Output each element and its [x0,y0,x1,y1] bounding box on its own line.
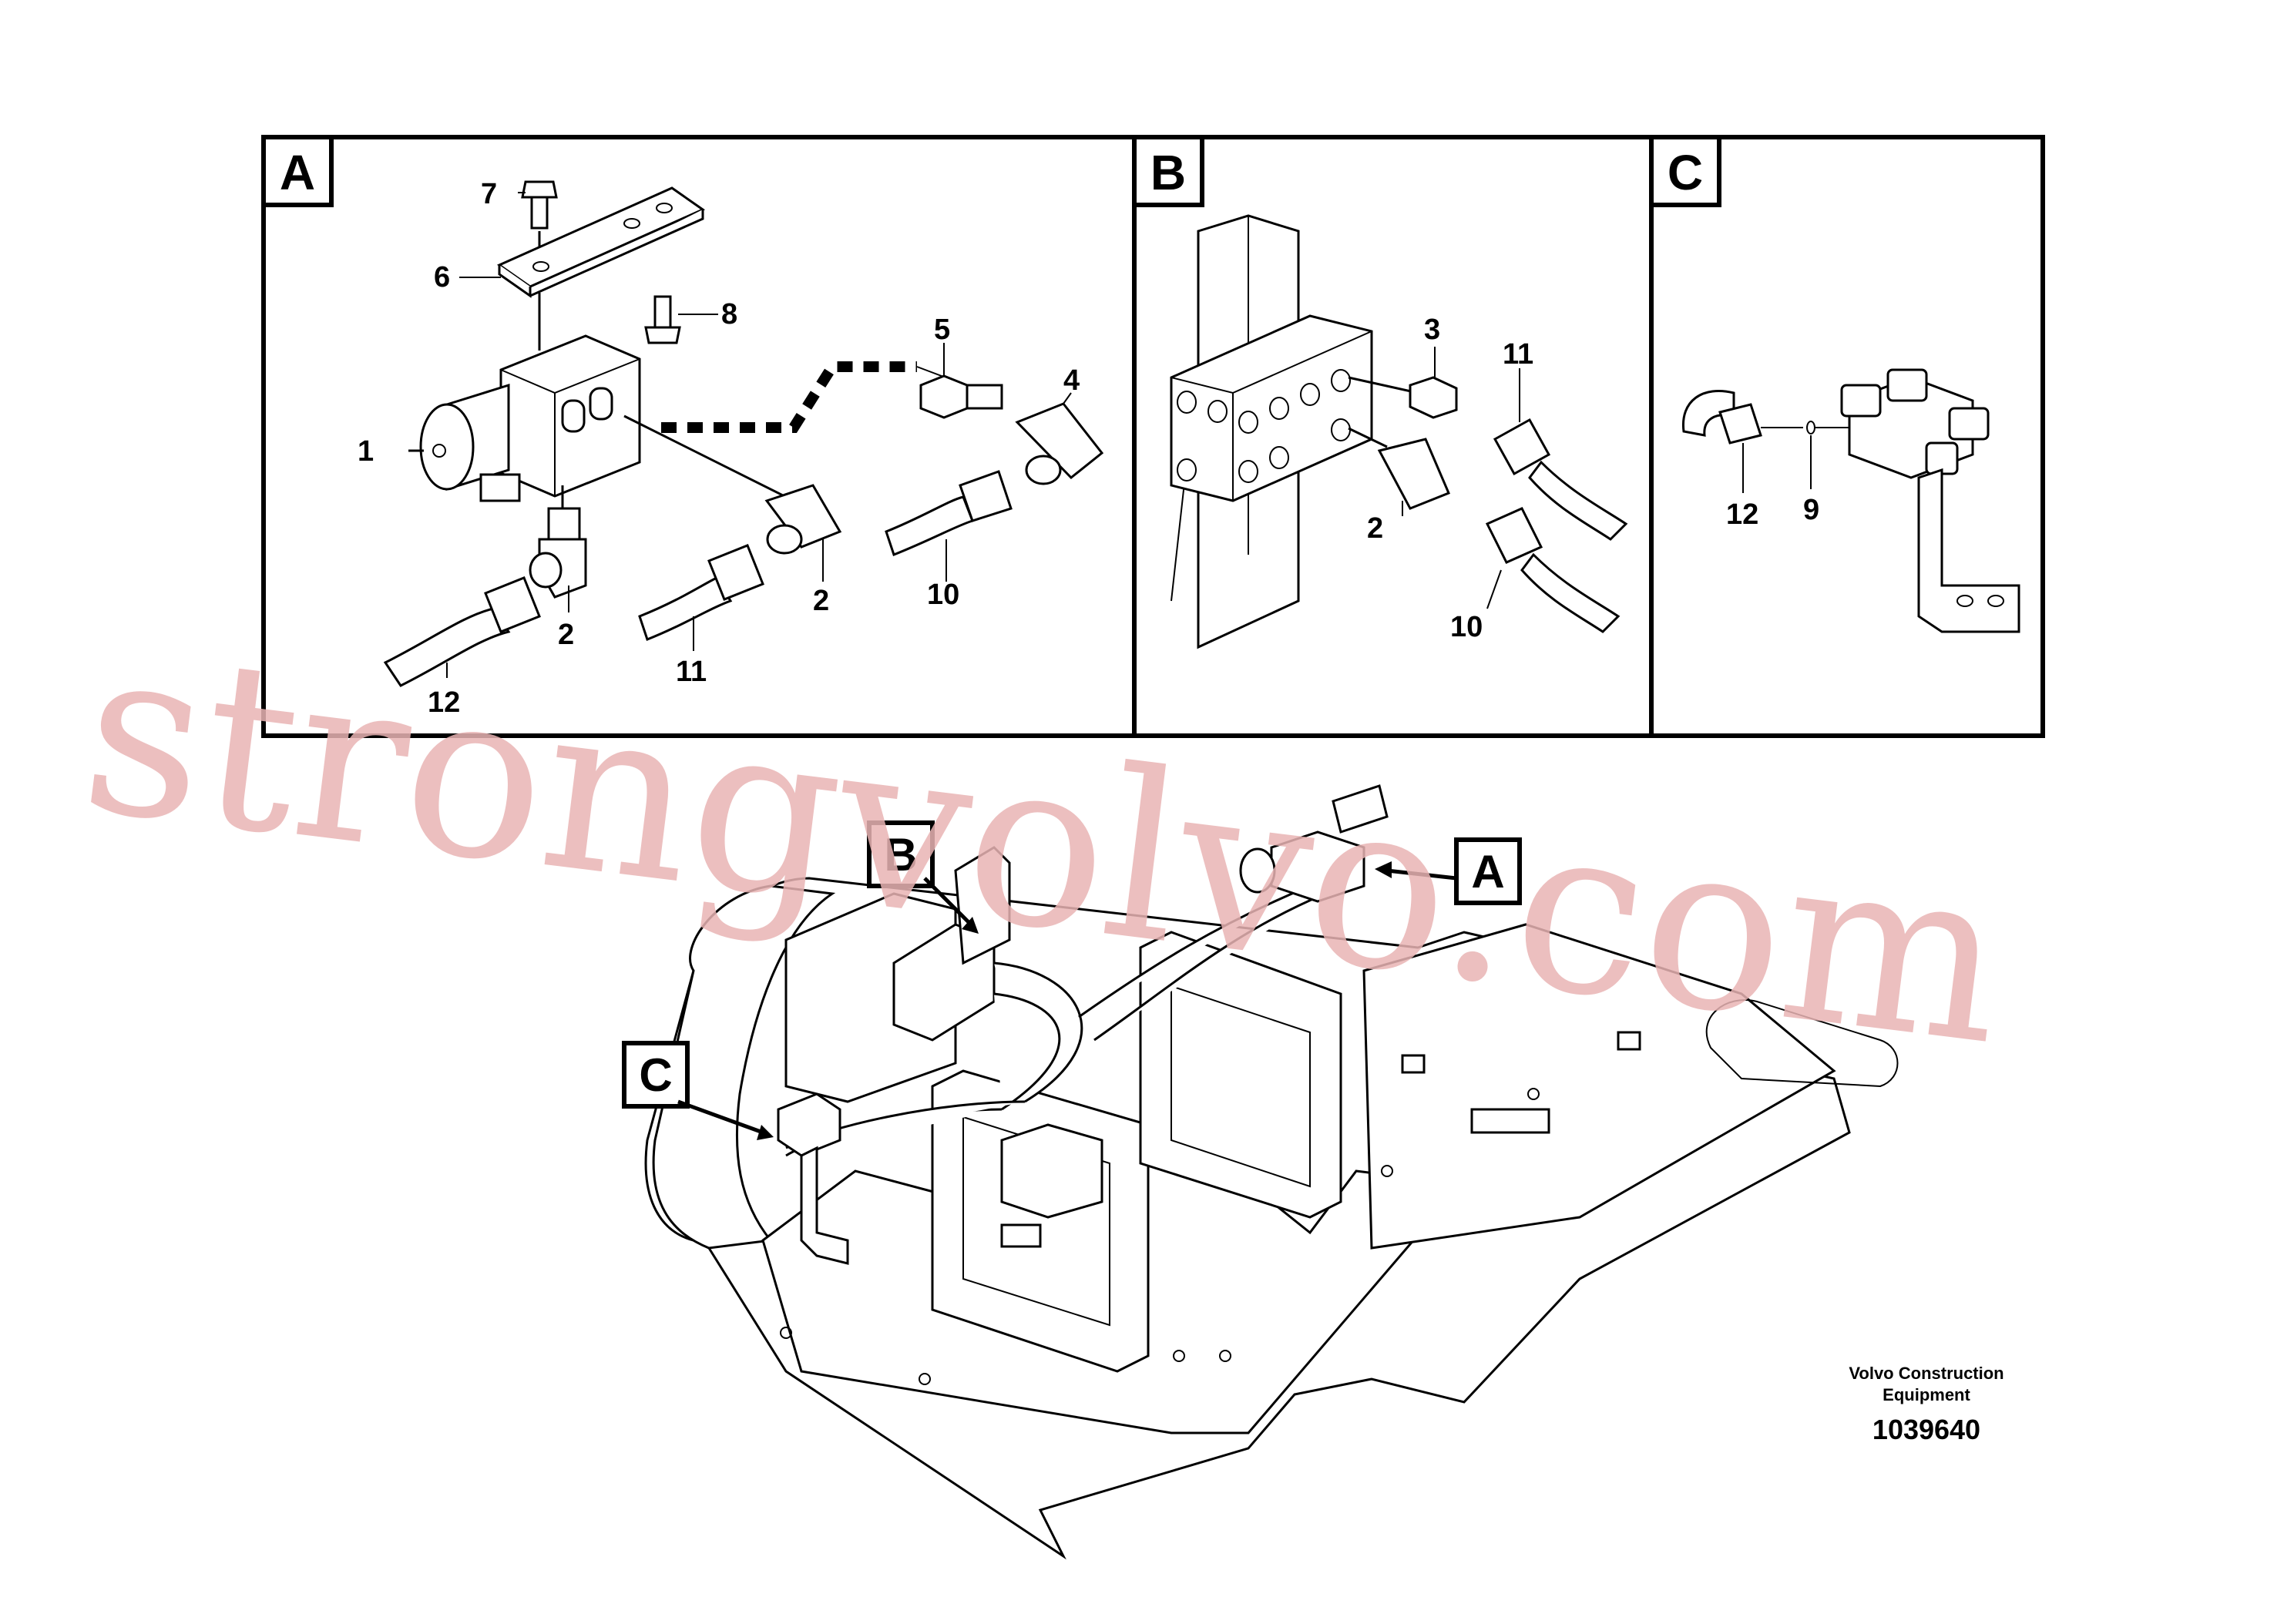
elbow-2-left [529,507,587,599]
overview-assembly [644,784,1899,1560]
label-9-c: 9 [1803,494,1819,526]
label-12-c: 12 [1726,498,1758,531]
solenoid-valve-1 [419,334,641,502]
panel-a-tag: A [261,135,334,207]
label-6: 6 [434,261,450,294]
callout-b-letter: B [884,829,917,881]
panel-a-labels: 7 6 8 5 4 1 2 2 12 11 10 [358,178,1080,719]
panel-c-letter: C [1668,145,1703,200]
panel-c-tag: C [1649,135,1721,207]
bolt-7 [521,180,558,230]
label-3-b: 3 [1424,314,1440,346]
label-4: 4 [1063,364,1080,397]
label-2-b: 2 [1367,512,1383,545]
label-11-b: 11 [1503,338,1533,371]
callout-c: C [622,1041,774,1140]
label-2-left: 2 [558,619,574,651]
panel-b-labels: 3 11 2 10 [1367,314,1533,643]
label-10-b: 10 [1450,611,1483,643]
label-5: 5 [934,314,950,346]
document-number: 1039640 [1872,1414,1980,1445]
label-2-right: 2 [813,585,829,617]
overview-check-valve [777,1092,849,1265]
panel-b-letter: B [1150,145,1186,200]
footer: Volvo Construction Equipment 1039640 [1849,1364,2003,1445]
label-7: 7 [481,178,497,210]
panel-b-tag: B [1132,135,1204,207]
adapter-3 [1409,376,1458,419]
hose-10 [885,470,1013,556]
panel-a-letter: A [280,145,315,200]
overview-manifold [892,846,1011,1042]
callout-b: B [867,820,979,934]
label-10: 10 [927,579,959,611]
overview-solenoid [1239,784,1389,903]
nut-12 [1718,403,1762,445]
callout-a-letter: A [1471,846,1504,898]
check-valve-c [1840,368,2020,633]
panel-b-drawing [1170,214,1628,649]
maker-line-2: Equipment [1883,1385,1970,1404]
hose-11 [638,544,764,641]
callout-a: A [1375,837,1522,905]
panel-c-drawing [1681,368,2020,633]
maker-line-1: Volvo Construction [1849,1364,2003,1383]
elbow-2-b [1377,438,1450,510]
label-8: 8 [721,298,737,331]
hose-11-b [1493,418,1628,541]
panel-c-labels: 12 9 [1726,494,1819,531]
callout-c-letter: C [639,1049,672,1101]
label-1: 1 [358,435,374,468]
bolt-8 [644,295,681,344]
elbow-2-right [764,484,842,555]
elbow-4 [1015,402,1104,485]
adapter-5 [919,374,1003,419]
label-11: 11 [676,656,707,688]
panel-a-drawing [383,180,1104,687]
hose-10-b [1485,507,1621,633]
label-12: 12 [428,686,460,719]
hose-12 [383,576,541,687]
